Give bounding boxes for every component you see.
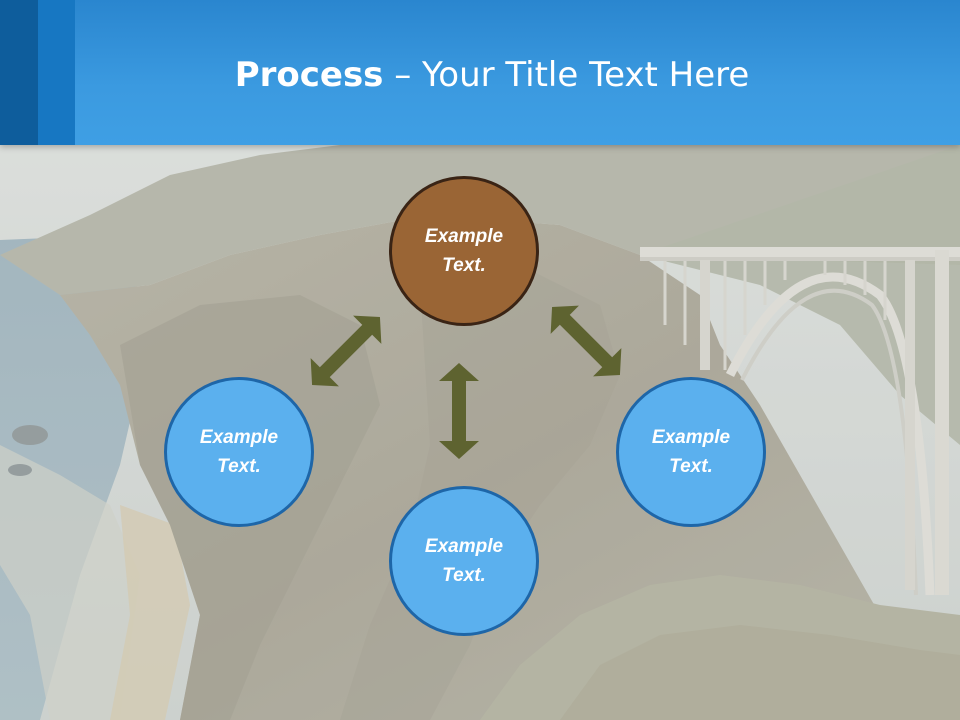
process-node-center[interactable]: Example Text.	[389, 176, 539, 326]
process-node-bottom-label: Example Text.	[424, 536, 504, 586]
process-node-right-label: Example Text.	[651, 427, 731, 477]
header-band: Process – Your Title Text Here	[0, 0, 960, 145]
process-node-left-label: Example Text.	[199, 427, 279, 477]
double-arrow-top-right[interactable]	[538, 293, 634, 389]
header-stripe-mid	[38, 0, 75, 145]
process-node-center-label: Example Text.	[424, 226, 504, 276]
double-arrow-top-bottom[interactable]	[439, 363, 479, 459]
slide-title[interactable]: Process – Your Title Text Here	[0, 50, 960, 100]
header-stripe-dark	[0, 0, 38, 145]
double-arrow-top-left[interactable]	[298, 303, 394, 399]
process-node-left[interactable]: Example Text.	[164, 377, 314, 527]
process-node-right[interactable]: Example Text.	[616, 377, 766, 527]
slide-title-bold: Process	[234, 55, 384, 95]
slide-title-rest: – Your Title Text Here	[383, 55, 750, 95]
process-node-bottom[interactable]: Example Text.	[389, 486, 539, 636]
